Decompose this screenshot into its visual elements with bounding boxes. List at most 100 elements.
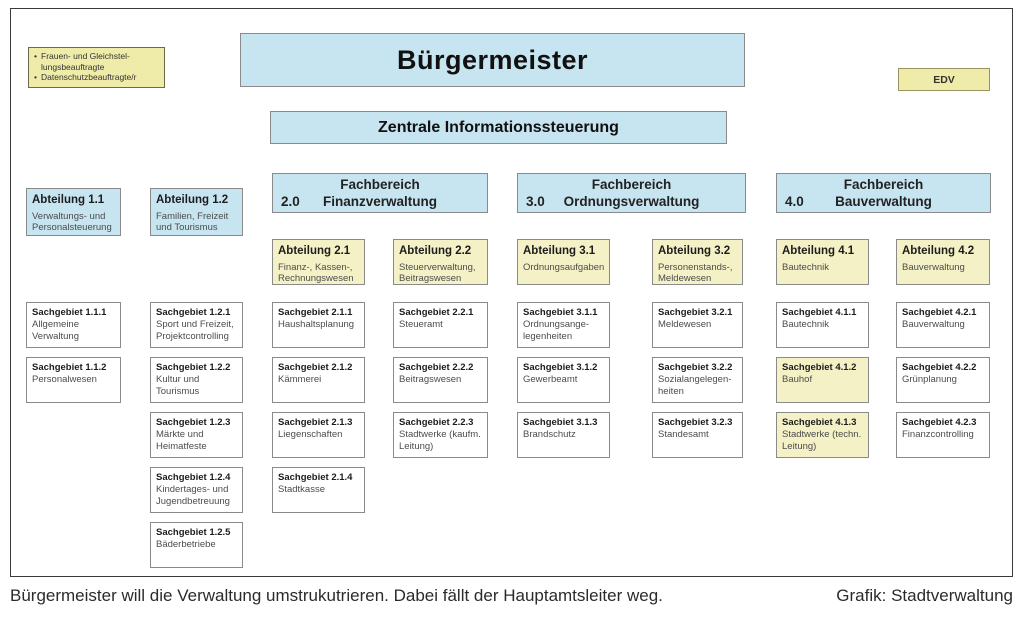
- box-title: Sachgebiet 1.2.2: [156, 362, 231, 373]
- box-subtitle: Ordnungsaufgaben: [523, 261, 605, 273]
- box-subtitle: Märkte und Heimatfeste: [156, 429, 207, 452]
- box-subtitle: Ordnungsange-legenheiten: [523, 319, 590, 342]
- box-subtitle: Brandschutz: [523, 429, 576, 441]
- box-title: Sachgebiet 1.2.5: [156, 527, 231, 538]
- box-title: Abteilung 4.2: [902, 245, 975, 257]
- caption-text: Bürgermeister will die Verwaltung umstru…: [10, 586, 663, 605]
- box-title: Sachgebiet 1.1.2: [32, 362, 107, 373]
- box-title: Sachgebiet 3.1.3: [523, 417, 598, 428]
- box-title: Sachgebiet 2.2.3: [399, 417, 474, 428]
- box-fachbereich-4-0: Fachbereich 4.0 Bauverwaltung: [776, 173, 991, 213]
- box-subtitle: Personalwesen: [32, 374, 97, 386]
- box-buergermeister: Bürgermeister: [240, 33, 745, 87]
- fachbereich-label: Fachbereich: [591, 177, 672, 192]
- caption: Bürgermeister will die Verwaltung umstru…: [10, 586, 1013, 606]
- fachbereich-label: Fachbereich: [340, 177, 420, 192]
- chart-frame: [10, 8, 1013, 577]
- box-title: Sachgebiet 2.1.4: [278, 472, 353, 483]
- fachbereich-number: 2.0: [281, 194, 300, 209]
- box-subtitle: Meldewesen: [658, 319, 712, 331]
- box-subtitle: Verwaltungs- und Personalsteuerung: [32, 210, 112, 234]
- fachbereich-name: Finanzverwaltung: [322, 194, 437, 209]
- note-box: Frauen- und Gleichstel-lungsbeauftragte …: [28, 47, 165, 88]
- box-subtitle: Standesamt: [658, 429, 709, 441]
- box-title: Sachgebiet 4.1.3: [782, 417, 857, 428]
- box-subtitle: Kultur und Tourismus: [156, 374, 200, 397]
- box-subtitle: Grünplanung: [902, 374, 957, 386]
- box-title: Sachgebiet 1.1.1: [32, 307, 107, 318]
- caption-credit: Grafik: Stadtverwaltung: [836, 586, 1013, 605]
- box-subtitle: Finanz-, Kassen-, Rechnungswesen: [278, 261, 354, 285]
- box-subtitle: Personenstands-, Meldewesen: [658, 261, 733, 285]
- box-subtitle: Liegenschaften: [278, 429, 343, 441]
- box-zentrale-informationssteuerung: Zentrale Informationssteuerung: [270, 111, 727, 144]
- box-subtitle: Allgemeine Verwaltung: [32, 319, 80, 342]
- box-title: Sachgebiet 2.1.1: [278, 307, 353, 318]
- box-subtitle: Stadtwerke (kaufm. Leitung): [399, 429, 481, 452]
- box-subtitle: Bäderbetriebe: [156, 539, 216, 551]
- fachbereich-number: 4.0: [785, 194, 804, 209]
- box-title: Abteilung 3.2: [658, 245, 731, 257]
- box-subtitle: Kämmerei: [278, 374, 322, 386]
- box-title: Sachgebiet 3.1.1: [523, 307, 598, 318]
- note-item: Frauen- und Gleichstel-lungsbeauftragte: [33, 51, 161, 72]
- box-subtitle: Sozialangelegen-heiten: [658, 374, 732, 397]
- box-title: Sachgebiet 1.2.4: [156, 472, 231, 483]
- box-fachbereich-2-0: Fachbereich 2.0 Finanzverwaltung: [272, 173, 488, 213]
- box-title: Abteilung 1.1: [32, 194, 105, 206]
- box-title: Sachgebiet 4.2.3: [902, 417, 977, 428]
- box-subtitle: Sport und Freizeit, Projektcontrolling: [156, 319, 234, 342]
- box-subtitle: Beitragswesen: [399, 374, 462, 386]
- box-subtitle: Steuerverwaltung, Beitragswesen: [399, 261, 476, 285]
- box-title: Abteilung 2.2: [399, 245, 472, 257]
- fachbereich-name: Bauverwaltung: [835, 194, 932, 209]
- box-edv: EDV: [898, 68, 990, 91]
- fachbereich-label: Fachbereich: [843, 177, 924, 192]
- box-subtitle: Stadtwerke (techn. Leitung): [782, 429, 862, 452]
- box-subtitle: Familien, Freizeit und Tourismus: [156, 210, 229, 234]
- box-subtitle: Kindertages- und Jugendbetreuung: [156, 484, 230, 507]
- box-title: Sachgebiet 1.2.1: [156, 307, 231, 318]
- box-subtitle: Bautechnik: [782, 261, 830, 273]
- box-title: Sachgebiet 3.1.2: [523, 362, 598, 373]
- box-subtitle: Bauverwaltung: [902, 319, 965, 331]
- box-title: Abteilung 1.2: [156, 194, 229, 206]
- box-subtitle: Steueramt: [399, 319, 443, 331]
- box-subtitle: Bauverwaltung: [902, 261, 965, 273]
- box-subtitle: Bauhof: [782, 374, 813, 386]
- box-title: Abteilung 4.1: [782, 245, 855, 257]
- box-title: Sachgebiet 4.2.2: [902, 362, 977, 373]
- box-fachbereich-3-0: Fachbereich 3.0 Ordnungsverwaltung: [517, 173, 746, 213]
- box-title: Sachgebiet 2.2.2: [399, 362, 474, 373]
- box-title: Sachgebiet 4.1.2: [782, 362, 857, 373]
